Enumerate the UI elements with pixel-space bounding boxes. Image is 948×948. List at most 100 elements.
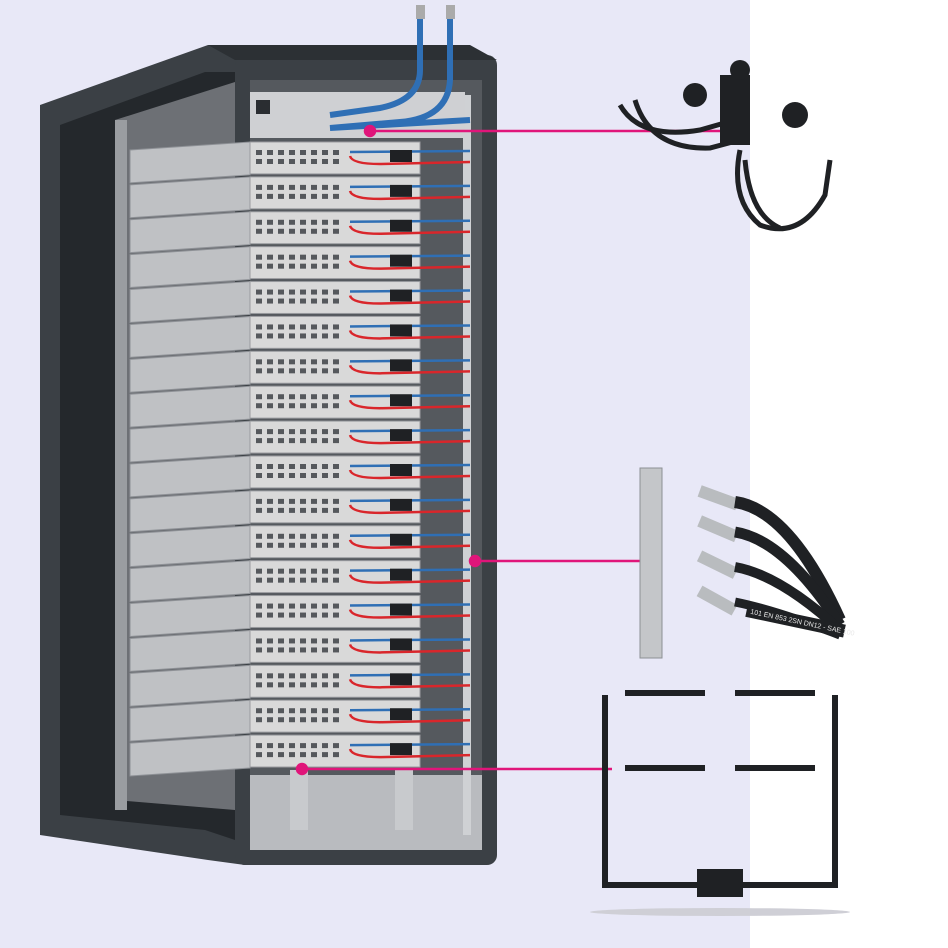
vent-hole [278, 507, 284, 513]
vent-hole [289, 184, 295, 190]
vent-hole [322, 298, 328, 304]
vent-hole [311, 752, 317, 758]
quick-connector [390, 743, 412, 756]
vent-hole [300, 464, 306, 469]
vent-hole [289, 159, 295, 164]
server-unit [129, 490, 471, 533]
vent-hole [289, 708, 295, 714]
server-side [129, 699, 251, 742]
vent-hole [311, 673, 317, 679]
vent-hole [311, 438, 317, 444]
vent-hole [322, 568, 328, 574]
vent-hole [267, 219, 273, 225]
vent-hole [256, 533, 262, 539]
vent-hole [267, 228, 273, 234]
vent-hole [278, 298, 284, 304]
vent-hole [311, 647, 317, 653]
vent-hole [256, 603, 262, 609]
vent-hole [267, 473, 273, 478]
cdu-display [256, 100, 270, 114]
vent-hole [322, 752, 328, 758]
server-side [129, 490, 251, 533]
vent-hole [311, 577, 317, 583]
vent-hole [256, 438, 262, 444]
vent-hole [267, 193, 273, 199]
hydraulic-hose [733, 526, 845, 628]
vent-hole [267, 289, 273, 295]
vent-hole [300, 254, 306, 260]
vent-hole [300, 184, 306, 190]
vent-hole [333, 708, 339, 714]
vent-hole [256, 717, 262, 723]
vent-hole [278, 150, 284, 155]
vent-hole [300, 403, 306, 409]
quick-connector [390, 359, 412, 372]
vent-hole [333, 752, 339, 758]
vent-hole [300, 673, 306, 679]
vent-hole [278, 708, 284, 714]
vent-hole [256, 228, 262, 234]
vent-hole [311, 193, 317, 199]
vent-hole [311, 254, 317, 260]
vent-hole [300, 159, 306, 164]
server-face [249, 490, 421, 524]
vent-hole [333, 394, 339, 400]
vent-hole [256, 568, 262, 574]
vent-hole [322, 359, 328, 365]
vent-hole [267, 647, 273, 653]
quick-connector [390, 533, 412, 546]
vent-hole [267, 717, 273, 723]
vent-hole [311, 612, 317, 618]
vent-hole [322, 673, 328, 679]
vent-hole [267, 568, 273, 574]
vent-hole [322, 394, 328, 400]
server-side [129, 385, 251, 428]
vent-hole [278, 577, 284, 583]
vent-hole [278, 673, 284, 679]
vent-hole [322, 464, 328, 469]
hot-hose [348, 190, 471, 201]
vent-hole [278, 324, 284, 330]
vent-hole [300, 647, 306, 653]
vent-hole [322, 717, 328, 723]
vent-hole [256, 743, 262, 749]
vent-hole [267, 159, 273, 164]
vent-hole [289, 289, 295, 295]
vent-hole [267, 542, 273, 548]
vent-hole [256, 324, 262, 330]
quick-connector [390, 673, 412, 686]
vent-hole [256, 464, 262, 469]
vent-hole [333, 438, 339, 444]
vent-hole [289, 682, 295, 688]
vent-hole [256, 403, 262, 409]
vent-hole [333, 673, 339, 679]
vent-hole [278, 429, 284, 435]
quick-connector [390, 184, 412, 197]
server-side [129, 176, 251, 219]
vent-hole [333, 577, 339, 583]
rack-top [208, 45, 497, 60]
vent-hole [289, 193, 295, 199]
server-side [129, 455, 251, 498]
vent-hole [267, 359, 273, 365]
server-unit [129, 420, 471, 463]
hydraulic-hose [733, 496, 846, 623]
vent-hole [278, 743, 284, 749]
vent-hole [311, 324, 317, 330]
vent-hole [322, 647, 328, 653]
vent-hole [322, 743, 328, 749]
vent-hole [311, 533, 317, 539]
server-unit [129, 141, 471, 184]
vent-hole [289, 498, 295, 504]
vent-hole [256, 219, 262, 225]
vent-hole [333, 638, 339, 644]
vent-hole [289, 752, 295, 758]
vent-hole [289, 359, 295, 365]
vent-hole [289, 254, 295, 260]
vent-hole [256, 254, 262, 260]
vent-hole [289, 743, 295, 749]
vent-hole [333, 150, 339, 155]
server-units [129, 141, 471, 777]
vent-hole [267, 743, 273, 749]
server-unit [129, 525, 471, 568]
